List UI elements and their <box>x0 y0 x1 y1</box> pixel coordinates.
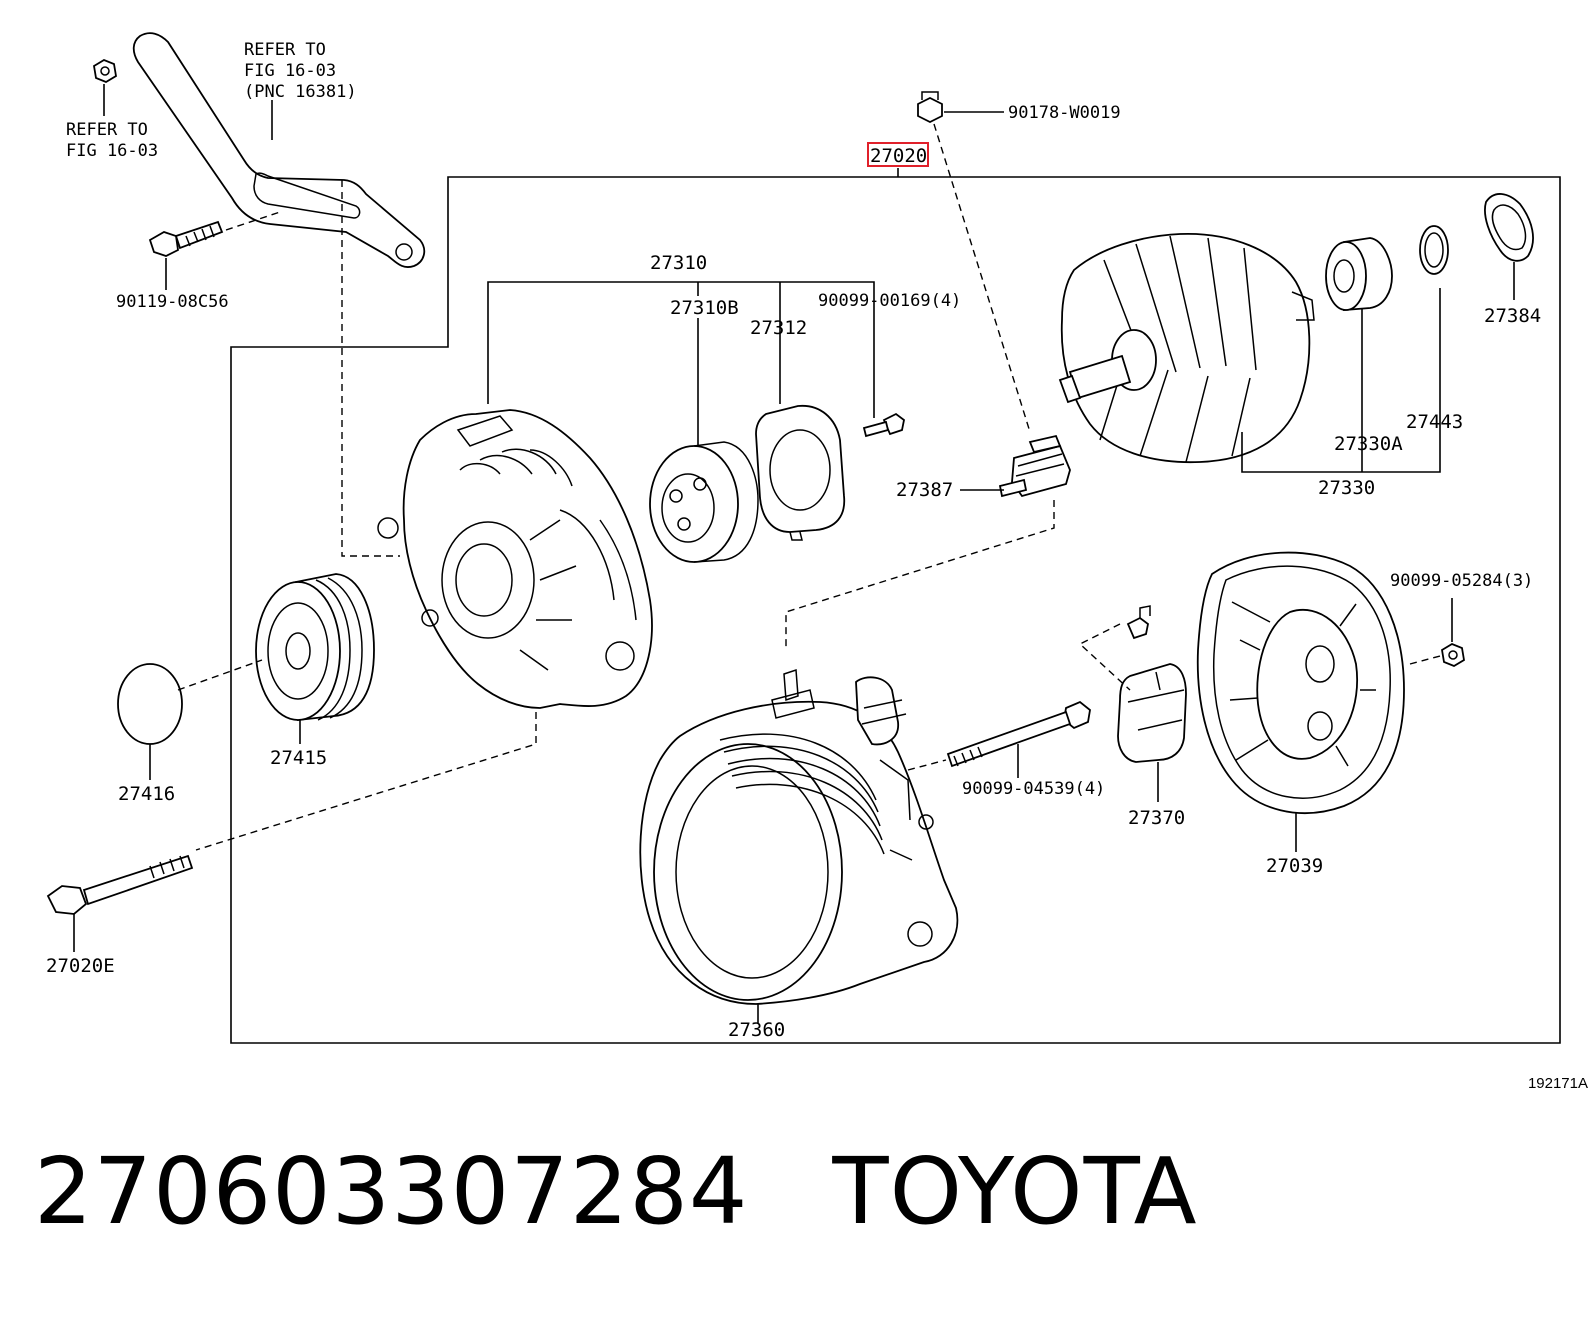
dashed-guide <box>933 123 1031 433</box>
leader-27330-group <box>1241 288 1441 473</box>
refer-nut-line1: REFER TO <box>66 120 148 140</box>
label-27360: 27360 <box>728 1019 785 1041</box>
dashed-guide <box>341 180 400 557</box>
label-27384: 27384 <box>1484 305 1541 327</box>
label-90099-05284: 90099-05284(3) <box>1390 571 1533 591</box>
label-27310: 27310 <box>650 252 707 274</box>
regulator-27370-part <box>1117 605 1187 763</box>
brand-name: TOYOTA <box>832 1138 1198 1245</box>
nut-90099-05284-part <box>1441 642 1465 668</box>
bearing-27310b-part <box>649 441 759 563</box>
refer-bracket-line1: REFER TO <box>244 40 326 60</box>
label-90119-08c56: 90119-08C56 <box>116 292 229 312</box>
part-caption: 270603307284 TOYOTA <box>34 1138 1198 1245</box>
ring-27443-part <box>1419 225 1449 275</box>
label-27020: 27020 <box>870 145 927 167</box>
dashed-guide <box>907 759 947 771</box>
highlight-box-27020 <box>867 142 929 167</box>
label-27330: 27330 <box>1318 477 1375 499</box>
figure-code: 192171A <box>1528 1075 1588 1090</box>
cap-27416-part <box>117 663 183 745</box>
pulley-27415-part <box>255 573 375 722</box>
refer-nut-part <box>93 58 117 84</box>
assembly-frame <box>230 176 1561 1044</box>
label-27039: 27039 <box>1266 855 1323 877</box>
screw-90099-00169-part <box>862 412 905 438</box>
refer-bracket-line3: (PNC 16381) <box>244 82 357 102</box>
label-27387: 27387 <box>896 479 953 501</box>
dashed-guide <box>785 500 1055 650</box>
nut-90178-part <box>917 91 943 124</box>
dashed-guide <box>1078 623 1131 691</box>
bolt-90119-part <box>148 220 224 257</box>
part-number: 270603307284 <box>34 1138 749 1245</box>
cover-27039-part <box>1196 551 1405 814</box>
stator-27360-part <box>639 668 959 1005</box>
label-27416: 27416 <box>118 783 175 805</box>
leader-27310-group <box>487 281 875 418</box>
label-27020e: 27020E <box>46 955 115 977</box>
refer-nut-line2: FIG 16-03 <box>66 141 158 161</box>
dashed-guide <box>195 712 537 851</box>
label-90099-00169: 90099-00169(4) <box>818 291 961 311</box>
dashed-guide <box>177 659 263 691</box>
label-27443: 27443 <box>1406 411 1463 433</box>
alternator-exploded-diagram: REFER TO FIG 16-03 (PNC 16381) REFER TO … <box>46 32 1588 1090</box>
label-27370: 27370 <box>1128 807 1185 829</box>
label-27330a: 27330A <box>1334 433 1403 455</box>
bracket-part <box>132 32 426 268</box>
retainer-27312-part <box>755 405 846 541</box>
cover-27384-part <box>1484 193 1534 262</box>
dashed-guide <box>225 211 281 231</box>
rotor-27330-part <box>1058 233 1315 464</box>
bolt-27020e-part <box>46 854 194 915</box>
bearing-27330a-part <box>1325 237 1393 311</box>
label-90099-04539: 90099-04539(4) <box>962 779 1105 799</box>
label-27312: 27312 <box>750 317 807 339</box>
refer-bracket-line2: FIG 16-03 <box>244 61 336 81</box>
holder-27387-part <box>998 434 1071 498</box>
label-90178-w0019: 90178-W0019 <box>1008 103 1121 123</box>
bolt-90099-04539-part <box>946 700 1091 768</box>
drive-end-frame-part <box>377 409 653 709</box>
label-27415: 27415 <box>270 747 327 769</box>
dashed-guide <box>1409 655 1441 665</box>
label-27310b: 27310B <box>670 297 739 319</box>
